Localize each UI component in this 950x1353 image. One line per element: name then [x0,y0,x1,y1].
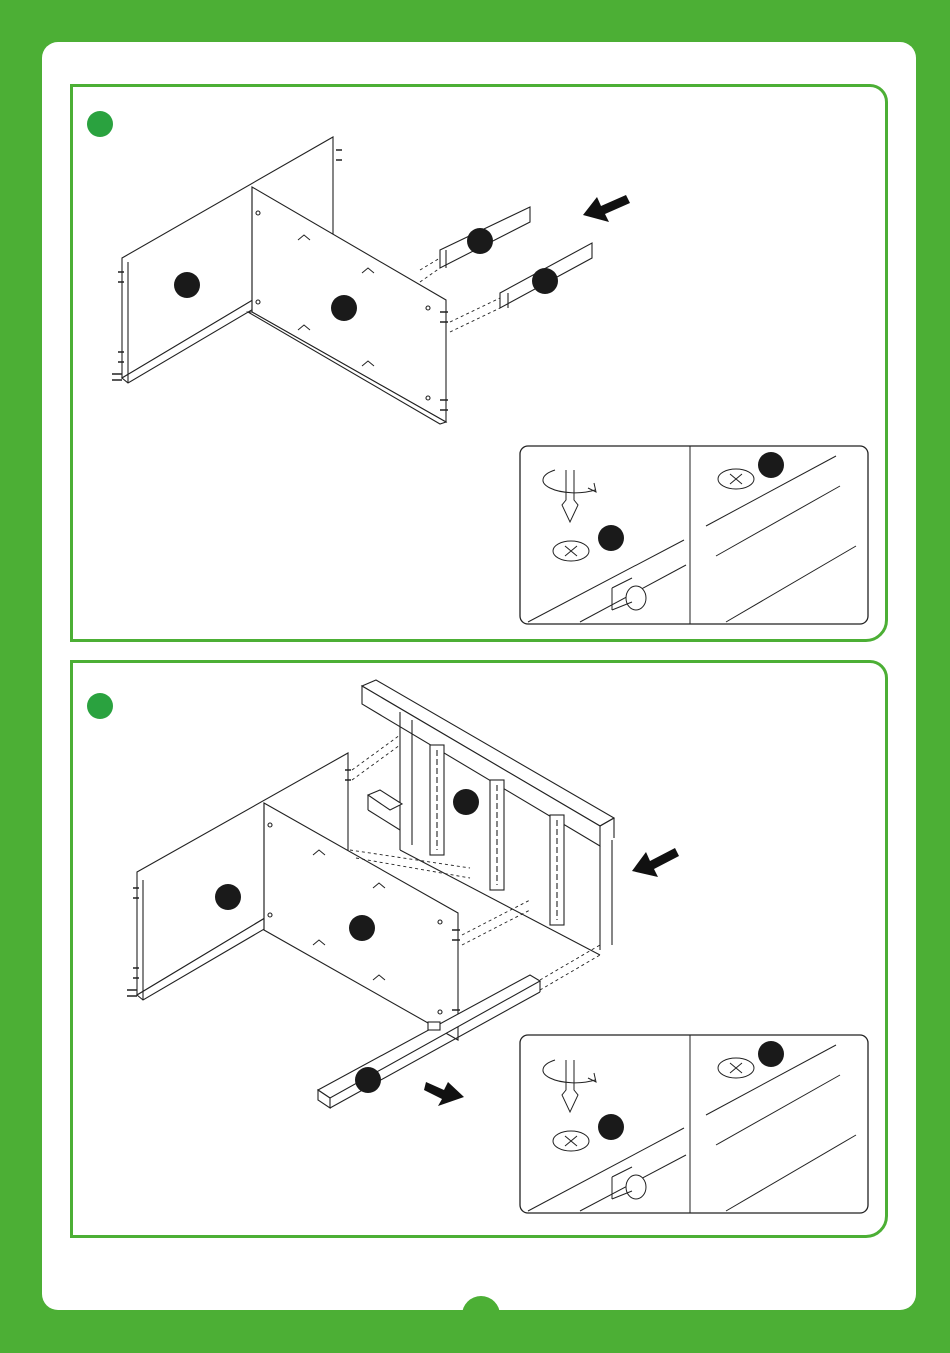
detail-box-step-2 [520,1035,868,1213]
detail-box-step-1 [520,446,868,624]
insert-arrow-icon [632,848,679,877]
insert-arrow-icon [424,1082,464,1106]
page-number-tab [462,1296,500,1326]
insert-arrow-icon [583,195,630,222]
